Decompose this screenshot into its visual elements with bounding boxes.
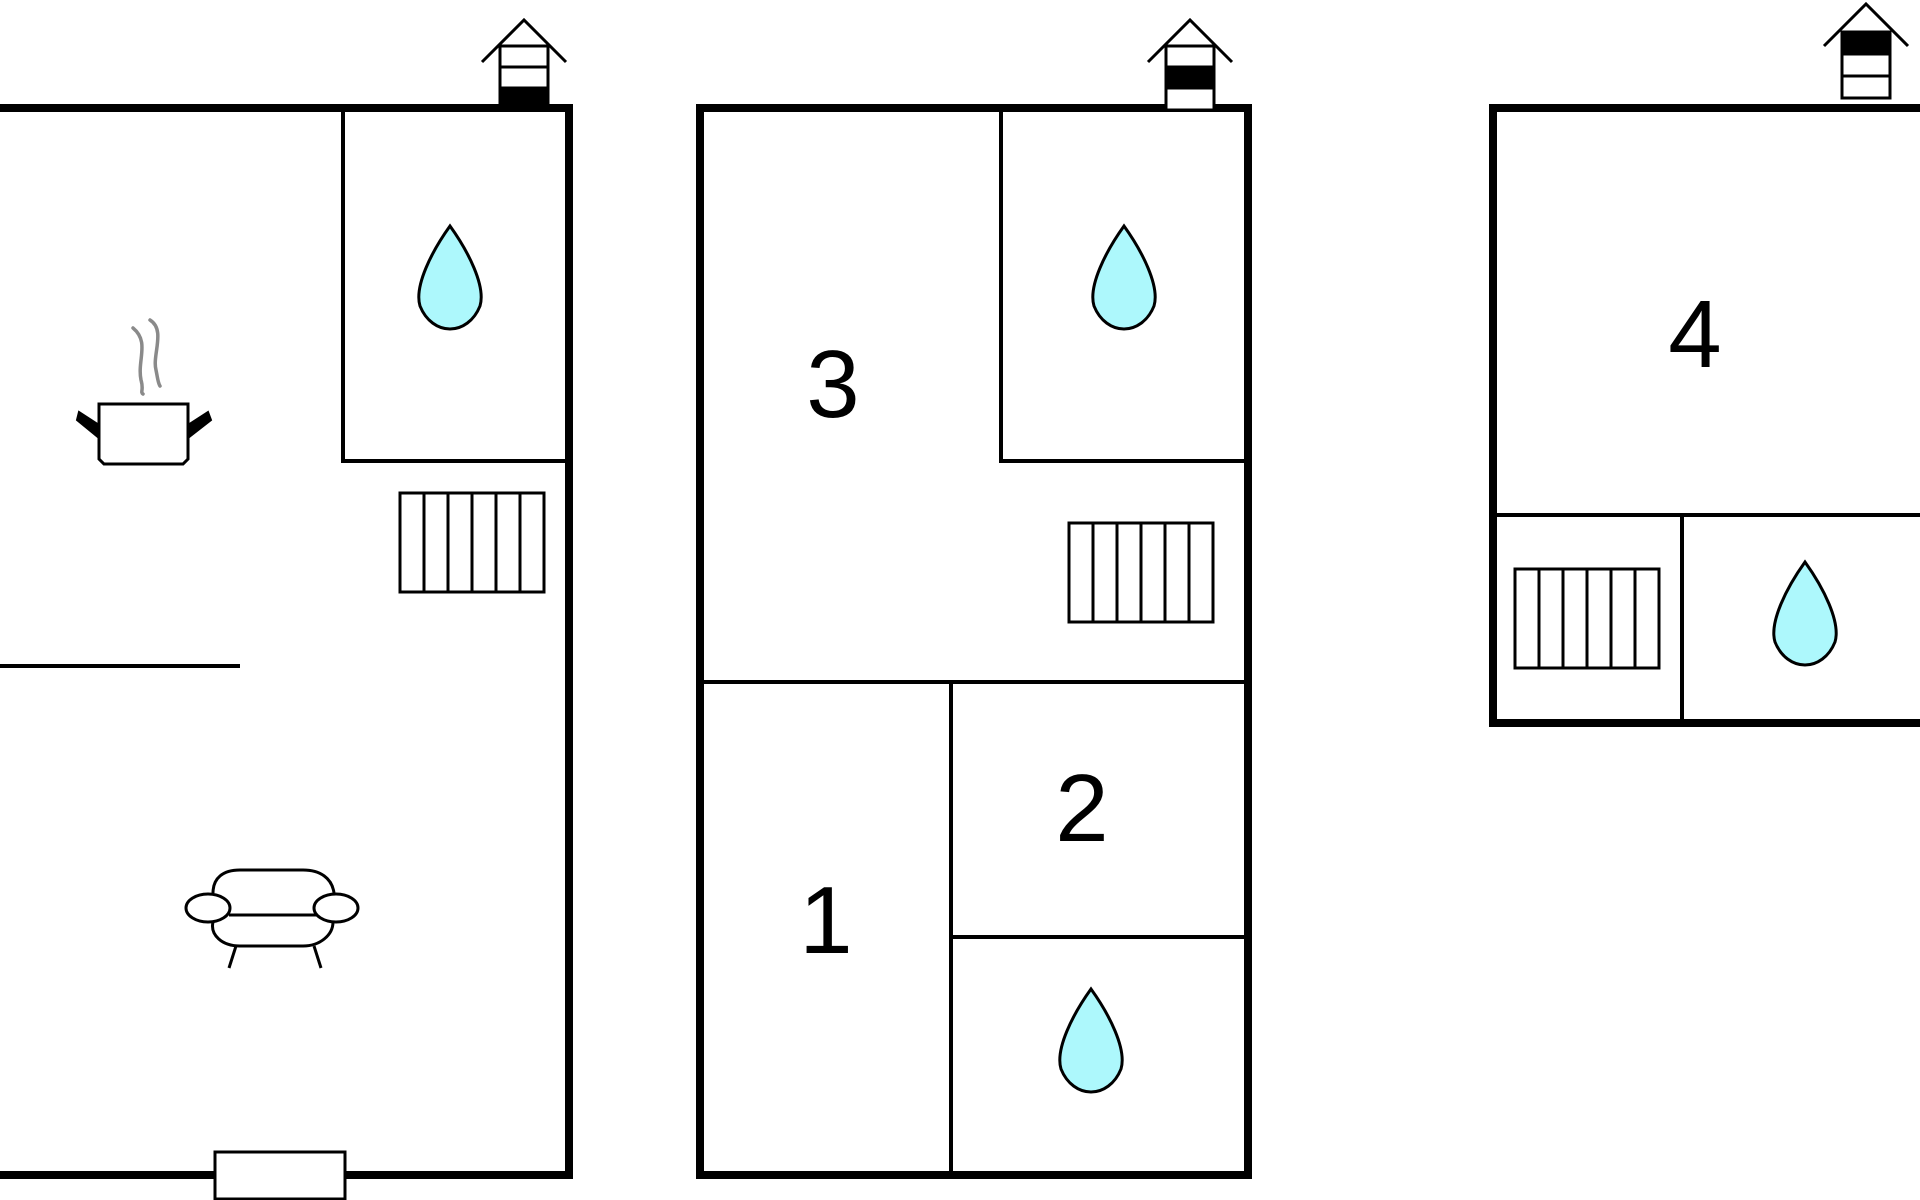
bathroom-wall	[341, 106, 567, 463]
floor-ground	[0, 17, 573, 1200]
room-number: 1	[799, 867, 852, 974]
floor-indicator-fill	[1842, 32, 1890, 54]
bathroom-drop-icon	[1772, 560, 1838, 667]
sofa-icon	[184, 868, 360, 969]
floor-indicator-icon	[480, 17, 568, 112]
stairs-icon	[1067, 521, 1215, 624]
floor-indicator-fill	[500, 88, 548, 110]
bathroom-drop-icon	[1058, 987, 1124, 1094]
bathroom-wall	[999, 106, 1246, 463]
stairs-icon	[398, 491, 546, 594]
kitchen-pot-icon	[75, 318, 213, 466]
bathroom-drop-icon	[417, 224, 483, 331]
room-number: 4	[1668, 281, 1721, 388]
stairs-icon	[1513, 567, 1661, 670]
bathroom-drop-icon	[1091, 224, 1157, 331]
outer-wall	[696, 104, 1252, 1179]
room-number: 3	[806, 331, 859, 438]
floor-indicator-icon	[1146, 17, 1234, 112]
outer-wall	[0, 104, 573, 1179]
floor-indicator-icon	[1822, 1, 1910, 100]
room-number: 2	[1055, 755, 1108, 862]
floor-first: 3 2 1	[696, 17, 1252, 1179]
door-icon	[213, 1150, 347, 1200]
floor-indicator-fill	[1166, 67, 1214, 88]
outer-wall	[1489, 104, 1920, 727]
floor-attic: 4	[1489, 1, 1920, 727]
